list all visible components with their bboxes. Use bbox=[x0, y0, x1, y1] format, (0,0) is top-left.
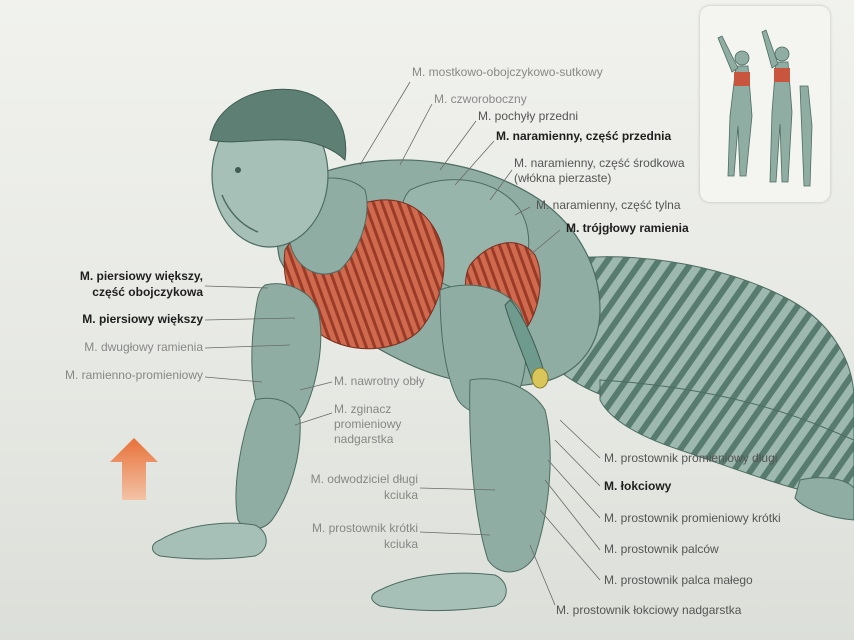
label-naramienny-srodkowa-note: (włókna pierzaste) bbox=[514, 171, 612, 185]
foot bbox=[794, 477, 854, 521]
left-forearm bbox=[235, 397, 301, 530]
right-forearm bbox=[469, 378, 551, 573]
label-odwodziciel-2: kciuka bbox=[383, 488, 418, 502]
right-hand bbox=[371, 572, 507, 611]
hair bbox=[209, 88, 347, 162]
label-prostownik-promieniowy-krotki: M. prostownik promieniowy krótki bbox=[604, 511, 781, 525]
label-naramienny-przednia: M. naramienny, część przednia bbox=[496, 129, 672, 143]
label-prostownik-krotki-kciuka-1: M. prostownik krótki bbox=[311, 521, 418, 535]
label-pochyly: M. pochyły przedni bbox=[478, 109, 579, 123]
label-czworoboczny: M. czworoboczny bbox=[434, 92, 527, 106]
elbow-tendon bbox=[531, 367, 549, 389]
label-trojglowy: M. trójgłowy ramienia bbox=[566, 221, 689, 235]
face bbox=[221, 194, 259, 233]
label-nawrotny: M. nawrotny obły bbox=[334, 374, 425, 388]
label-prostownik-palca-malego: M. prostownik palca małego bbox=[604, 573, 753, 587]
label-piersiowy-obojczykowa-2: część obojczykowa bbox=[92, 285, 203, 299]
label-piersiowy-obojczykowa-1: M. piersiowy większy, bbox=[79, 269, 203, 283]
label-piersiowy: M. piersiowy większy bbox=[82, 312, 203, 326]
up-arrow-icon bbox=[110, 438, 158, 500]
label-naramienny-srodkowa: M. naramienny, część środkowa bbox=[514, 156, 685, 170]
label-lokciowy: M. łokciowy bbox=[604, 479, 672, 493]
label-zginacz-3: nadgarstka bbox=[334, 432, 394, 446]
label-mostkowo: M. mostkowo-obojczykowo-sutkowy bbox=[412, 65, 603, 79]
label-naramienny-tylna: M. naramienny, część tylna bbox=[536, 198, 681, 212]
eye bbox=[235, 167, 241, 173]
inset-figures bbox=[717, 29, 813, 187]
label-dwuglowy: M. dwugłowy ramienia bbox=[84, 340, 203, 354]
label-prostownik-krotki-kciuka-2: kciuka bbox=[383, 537, 418, 551]
label-prostownik-lokciowy: M. prostownik łokciowy nadgarstka bbox=[556, 603, 742, 617]
label-zginacz-1: M. zginacz bbox=[334, 402, 392, 416]
inset-panel bbox=[700, 6, 830, 202]
left-hand bbox=[152, 522, 267, 560]
leader-lines bbox=[204, 81, 601, 606]
label-ramienno-promieniowy: M. ramienno-promieniowy bbox=[64, 368, 203, 382]
label-odwodziciel-1: M. odwodziciel długi bbox=[310, 472, 418, 486]
label-zginacz-2: promieniowy bbox=[334, 417, 402, 431]
label-prostownik-palcow: M. prostownik palców bbox=[604, 542, 719, 556]
label-prostownik-promieniowy-dlugi: M. prostownik promieniowy długi bbox=[604, 451, 778, 465]
